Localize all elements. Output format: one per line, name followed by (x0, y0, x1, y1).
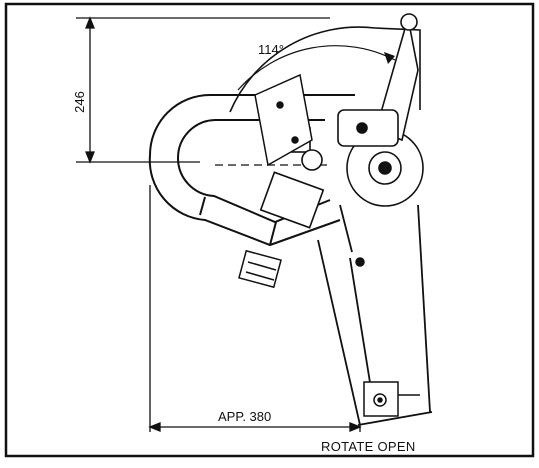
rotation-arrow-head (384, 52, 395, 64)
drawing-border (4, 2, 535, 458)
height-dimension (76, 16, 330, 164)
width-dimension (148, 185, 362, 432)
height-dimension-label: 246 (72, 91, 87, 113)
rotation-angle-label: 114° (258, 42, 284, 57)
flange-plate (254, 73, 313, 167)
width-dimension-label: APP. 380 (218, 409, 271, 424)
clamp-block (238, 249, 282, 289)
caption: ROTATE OPEN (321, 439, 416, 454)
beam-bracket (355, 257, 420, 417)
nozzle (337, 13, 419, 147)
support-beam (317, 204, 433, 426)
u-arm (148, 94, 355, 247)
